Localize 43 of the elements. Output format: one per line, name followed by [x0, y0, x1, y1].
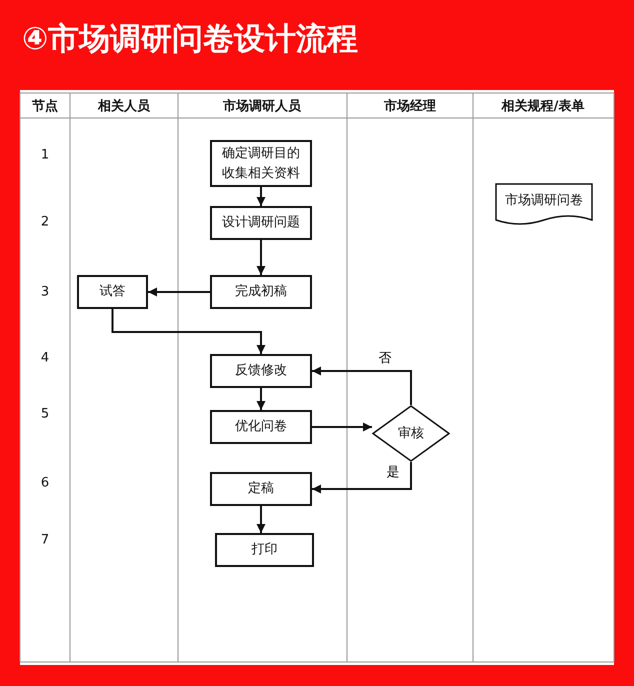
row-number: 5: [40, 406, 50, 422]
node-text: 完成初稿: [235, 283, 287, 301]
node-text: 审核: [398, 424, 424, 442]
row-number: 4: [40, 350, 50, 366]
node-text: 定稿: [248, 480, 274, 498]
arrow: [256, 187, 266, 206]
node-text: 打印: [252, 541, 278, 559]
process-box: [210, 354, 312, 388]
column-header: 相关规程/表单: [502, 98, 584, 115]
arrow: [256, 388, 266, 410]
arrow: [312, 422, 372, 432]
process-box: [210, 275, 312, 309]
process-box: [210, 410, 312, 444]
process-box: [77, 275, 148, 309]
arrow: [312, 366, 412, 405]
node-text: 优化问卷: [235, 418, 287, 436]
arrow: [312, 462, 412, 494]
edge-label: 否: [376, 349, 394, 367]
row-number: 7: [40, 532, 50, 548]
arrow: [112, 309, 266, 354]
node-text: 市场调研问卷: [505, 192, 583, 210]
row-number: 2: [40, 214, 50, 230]
process-box: [210, 140, 312, 187]
arrow: [256, 240, 266, 275]
row-number: 6: [40, 476, 50, 490]
column-header: 市场调研人员: [223, 98, 301, 115]
arrow: [148, 288, 210, 296]
arrow: [256, 506, 266, 533]
node-text: 确定调研目的收集相关资料: [221, 144, 301, 182]
column-header: 节点: [32, 98, 58, 115]
node-text: 设计调研问题: [222, 214, 300, 232]
process-box: [210, 472, 312, 506]
node-text: 反馈修改: [235, 362, 287, 380]
row-number: 3: [40, 284, 50, 300]
column-header: 相关人员: [98, 98, 150, 115]
decision-diamond: [372, 405, 450, 462]
row-number: 1: [40, 148, 50, 162]
process-box: [215, 533, 314, 567]
title: ④市场调研问卷设计流程: [22, 20, 358, 59]
node-text: 试答: [100, 283, 126, 301]
column-header: 市场经理: [384, 98, 436, 115]
process-box: [210, 206, 312, 240]
edge-label: 是: [384, 463, 402, 481]
